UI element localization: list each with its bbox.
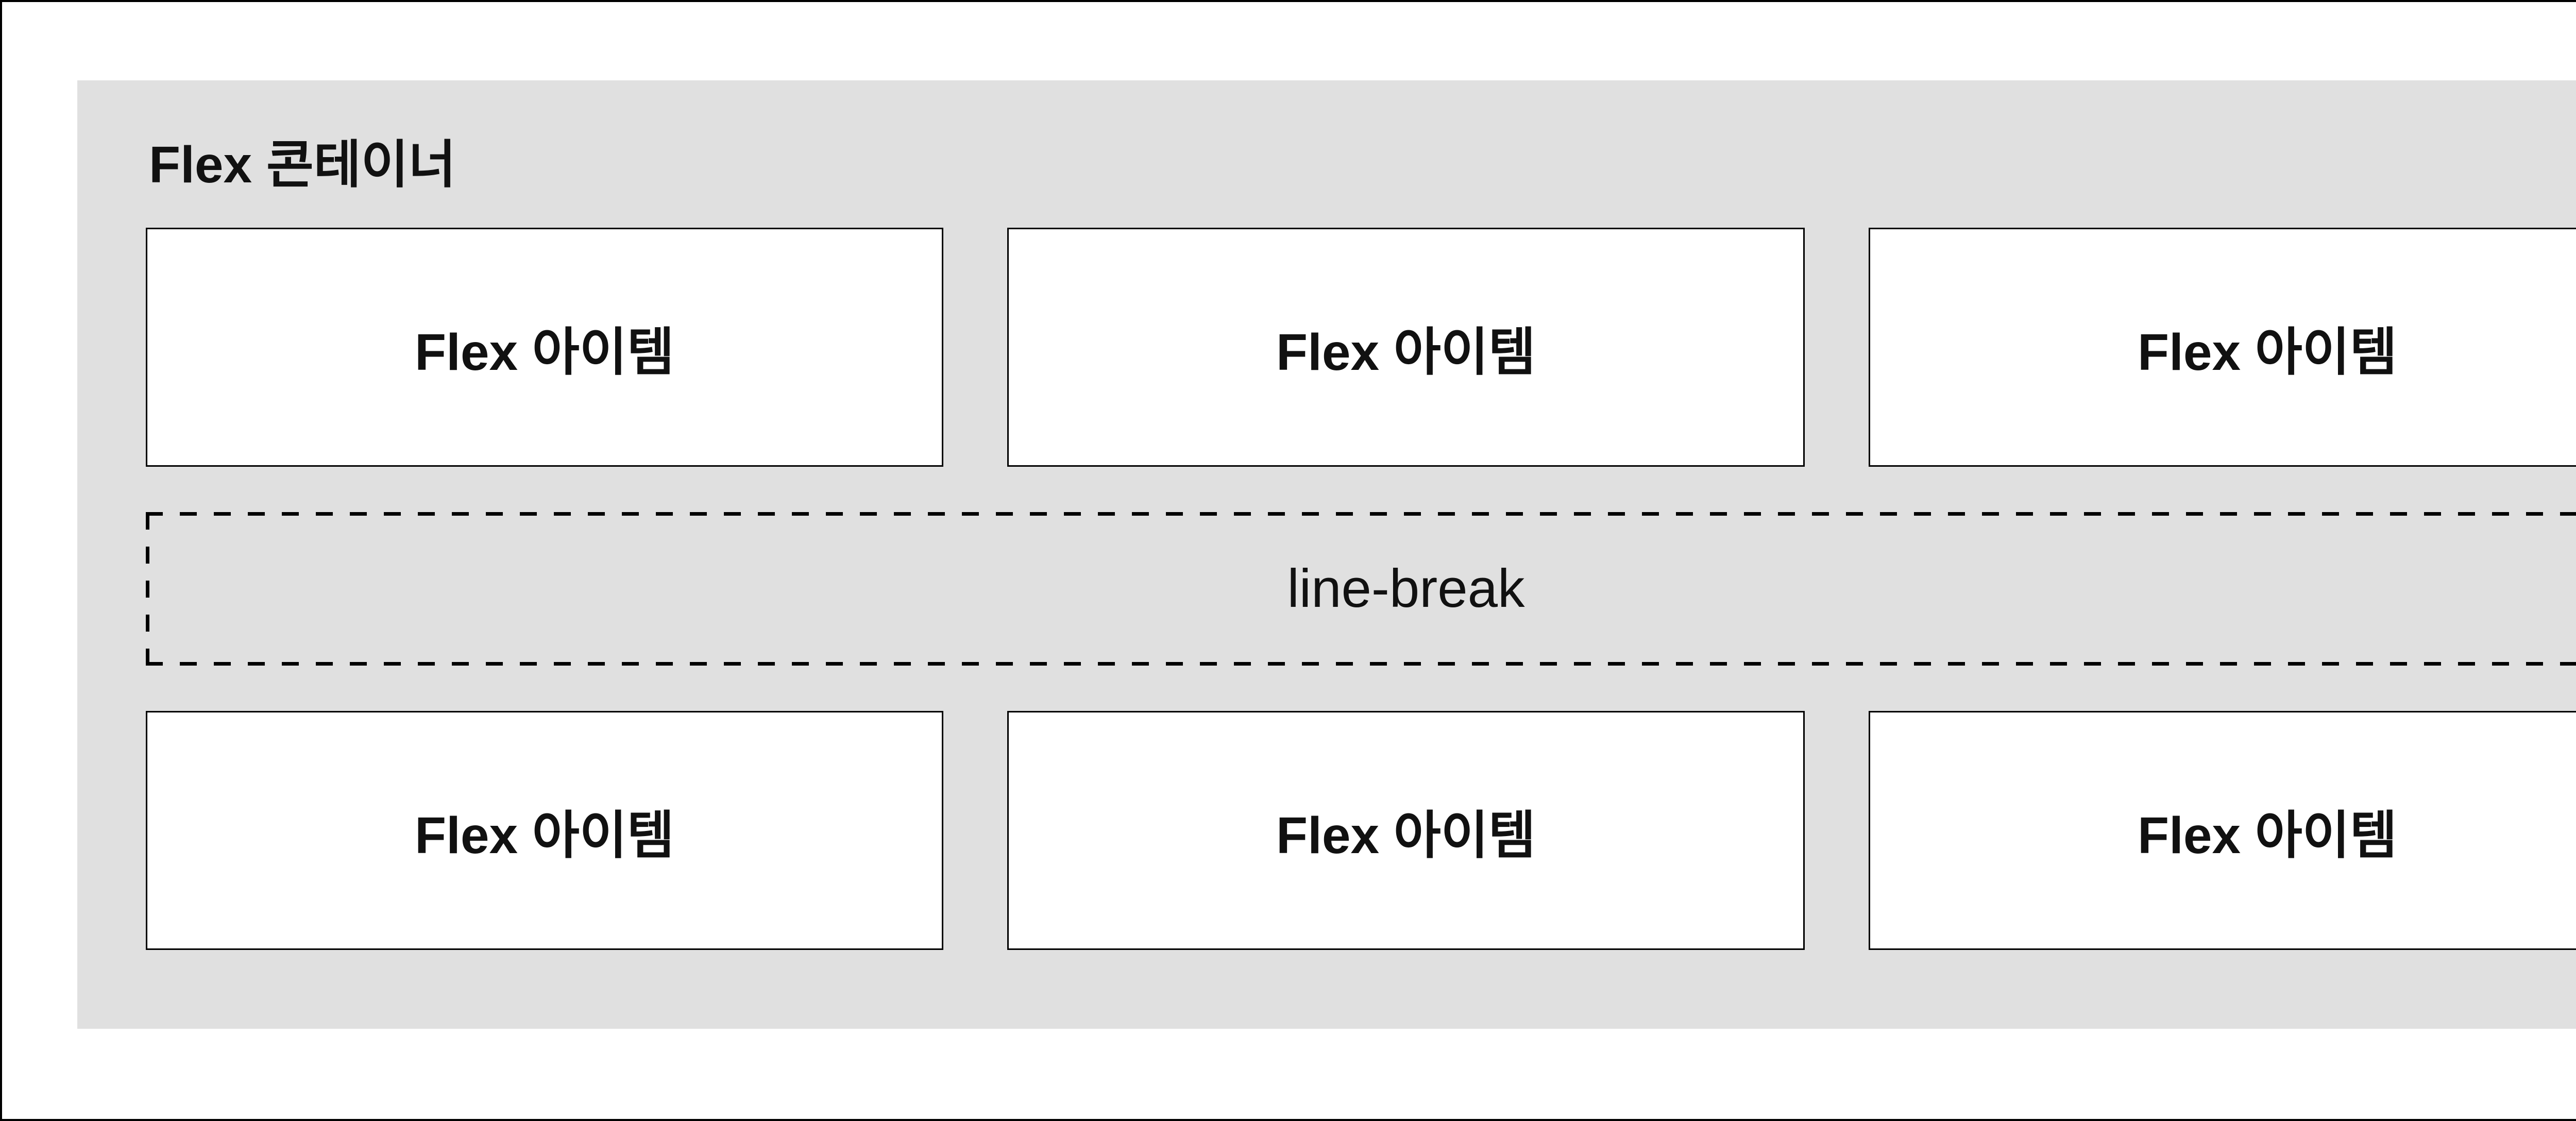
flex-item-4: Flex 아이템 <box>146 711 943 950</box>
flex-item-5: Flex 아이템 <box>1007 711 1805 950</box>
flex-item-3: Flex 아이템 <box>1869 228 2576 467</box>
flex-item-2: Flex 아이템 <box>1007 228 1805 467</box>
flex-container-label: Flex 콘테이너 <box>149 136 456 194</box>
line-break-item: line-break <box>146 512 2576 666</box>
flex-item-6: Flex 아이템 <box>1869 711 2576 950</box>
flex-items-area: Flex 아이템 Flex 아이템 Flex 아이템 line-break Fl… <box>146 228 2576 950</box>
flex-container: Flex 콘테이너 Flex 아이템 Flex 아이템 Flex 아이템 lin… <box>77 80 2576 1029</box>
flex-item-1: Flex 아이템 <box>146 228 943 467</box>
